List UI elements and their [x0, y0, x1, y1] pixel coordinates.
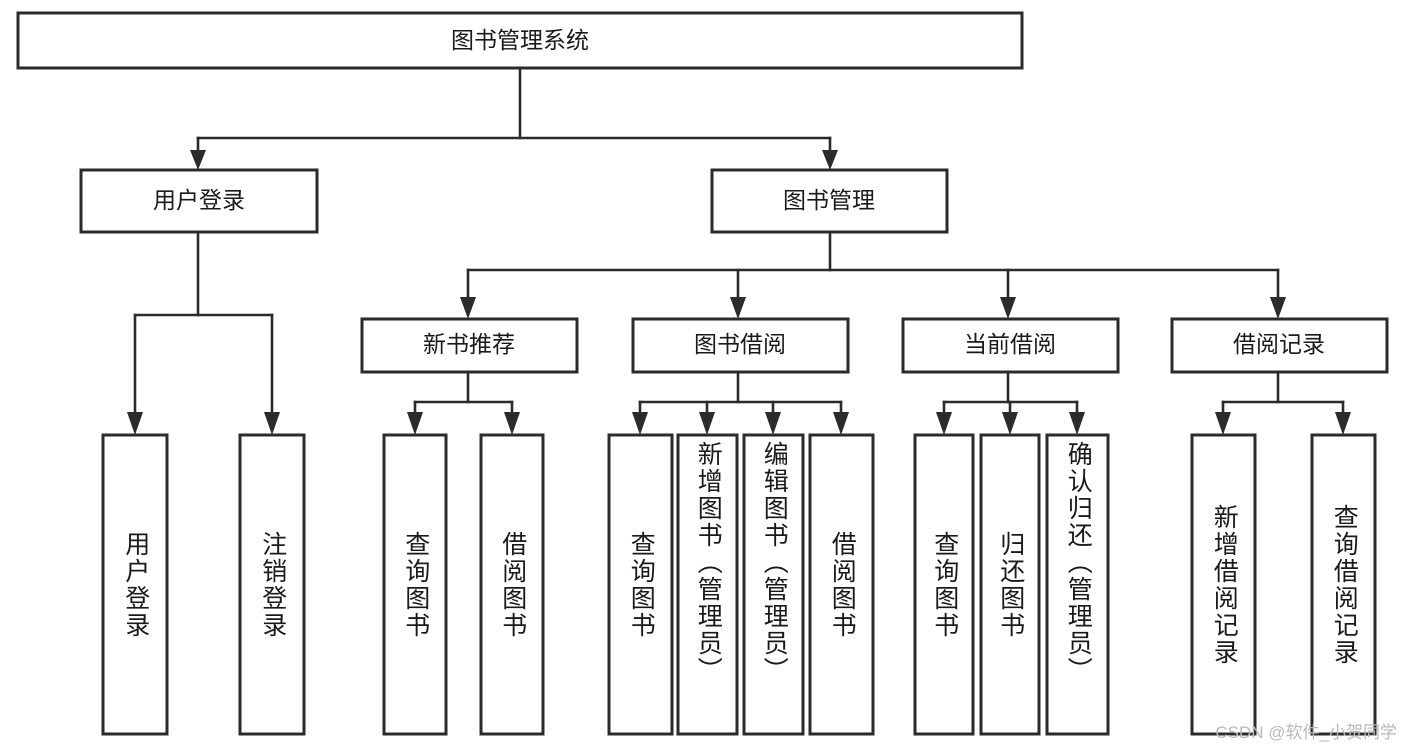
leaf-box-query-book-3[interactable]	[913, 433, 975, 736]
csdn-watermark: CSDN @软件_小贺同学	[1215, 723, 1397, 742]
node-book-manage-label: 图书管理	[783, 187, 875, 213]
node-new-book-rec-box[interactable]	[360, 317, 579, 374]
arrowhead-leaf-query-book-3	[936, 412, 952, 435]
arrowhead-leaf-add-book	[699, 412, 715, 435]
leaf-box-group	[101, 433, 1377, 736]
arrowhead-leaf-query-book-1	[407, 412, 423, 435]
leaf-box-add-record[interactable]	[1190, 433, 1257, 736]
node-current-borrow[interactable]: 当前借阅	[901, 317, 1120, 374]
leaf-box-user-logout[interactable]	[238, 433, 306, 736]
node-borrow-record-label: 借阅记录	[1233, 331, 1325, 357]
arrowhead-user-login	[190, 150, 206, 170]
node-book-manage[interactable]: 图书管理	[710, 168, 949, 234]
leaf-box-borrow-book-2[interactable]	[808, 433, 875, 736]
node-new-book-rec[interactable]: 新书推荐	[360, 317, 579, 374]
node-current-borrow-label: 当前借阅	[964, 331, 1056, 357]
node-borrow-record-box[interactable]	[1170, 317, 1389, 374]
arrowhead-leaf-confirm-return	[1069, 412, 1085, 435]
leaf-box-query-book-1[interactable]	[382, 433, 448, 736]
leaf-box-borrow-book-1[interactable]	[479, 433, 545, 736]
node-borrow-record[interactable]: 借阅记录	[1170, 317, 1389, 374]
arrowhead-leaf-query-book-2	[632, 412, 648, 435]
arrowhead-leaf-edit-book	[765, 412, 781, 435]
arrowhead-book-manage	[822, 150, 838, 170]
node-book-manage-box[interactable]	[710, 168, 949, 234]
node-user-login-label: 用户登录	[153, 187, 245, 213]
leaf-box-user-login[interactable]	[101, 433, 169, 736]
node-book-borrow-box[interactable]	[631, 317, 850, 374]
arrowhead-leaf-return-book	[1002, 412, 1018, 435]
node-root[interactable]: 图书管理系统	[16, 11, 1024, 70]
arrowhead-leaf-borrow-book-2	[833, 412, 849, 435]
leaf-box-return-book[interactable]	[979, 433, 1041, 736]
leaf-box-edit-book[interactable]	[742, 433, 805, 736]
node-root-label: 图书管理系统	[451, 27, 589, 53]
leaf-box-add-book[interactable]	[676, 433, 739, 736]
leaf-box-query-book-2[interactable]	[607, 433, 674, 736]
arrowhead-leaf-borrow-book-1	[504, 412, 520, 435]
leaf-box-confirm-return[interactable]	[1045, 433, 1110, 736]
arrowhead-leaf-user-login	[127, 412, 143, 435]
node-book-borrow-label: 图书借阅	[694, 331, 786, 357]
node-book-borrow[interactable]: 图书借阅	[631, 317, 850, 374]
connector-group	[127, 66, 1351, 435]
arrowhead-new-book-rec	[460, 297, 476, 319]
leaf-box-query-record[interactable]	[1310, 433, 1377, 736]
arrowhead-borrow-record	[1270, 297, 1286, 319]
arrowhead-leaf-query-record	[1335, 412, 1351, 435]
arrowhead-leaf-user-logout	[264, 412, 280, 435]
node-current-borrow-box[interactable]	[901, 317, 1120, 374]
arrowhead-book-borrow	[730, 297, 746, 319]
arrowhead-leaf-add-record	[1215, 412, 1231, 435]
arrowhead-current-borrow	[1000, 297, 1016, 319]
node-root-box[interactable]	[16, 11, 1024, 70]
node-new-book-rec-label: 新书推荐	[423, 331, 515, 357]
node-user-login-box[interactable]	[79, 168, 319, 234]
node-user-login[interactable]: 用户登录	[79, 168, 319, 234]
